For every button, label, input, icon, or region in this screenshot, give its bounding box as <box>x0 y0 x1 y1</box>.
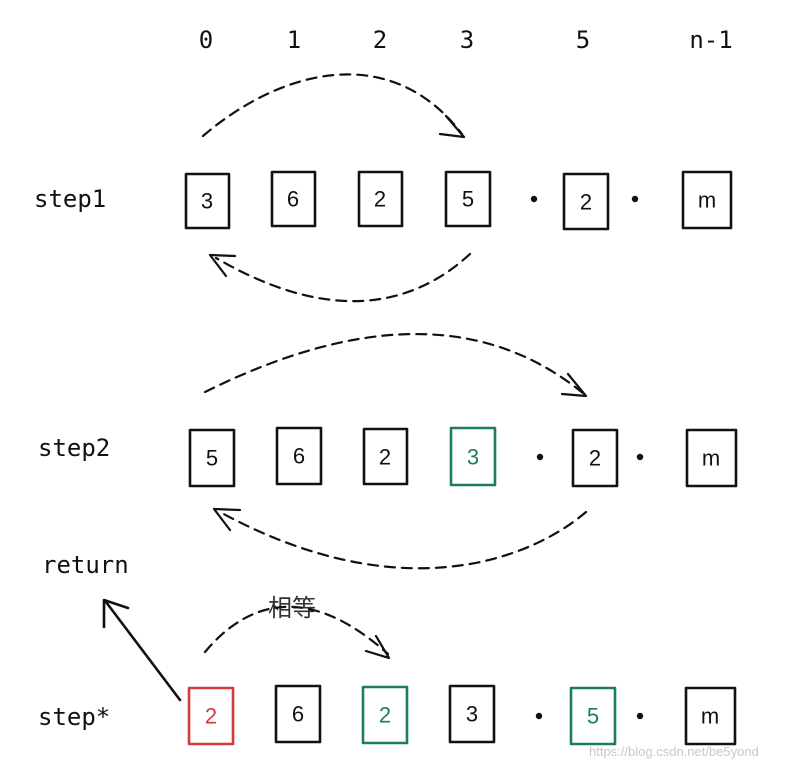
array-cell: 5 <box>444 170 492 228</box>
index-label-5: 5 <box>576 26 590 54</box>
cell-value: 5 <box>462 187 474 212</box>
array-cell: m <box>685 428 738 488</box>
array-cell: 5 <box>188 428 236 488</box>
array-cell: 2 <box>357 170 404 228</box>
ellipsis-dot <box>636 453 644 461</box>
cell-value: 3 <box>467 445 479 470</box>
cell-box <box>357 170 404 228</box>
cell-box <box>681 170 733 230</box>
index-label-0: 0 <box>199 26 213 54</box>
cell-box <box>444 170 492 228</box>
cell-box <box>187 686 235 746</box>
cell-box <box>571 428 619 488</box>
array-cell: m <box>681 170 733 230</box>
ellipsis-dot <box>536 453 544 461</box>
array-cell-highlight-red: 2 <box>187 686 235 746</box>
cell-box <box>685 428 738 488</box>
return-arrowhead <box>102 598 130 629</box>
cell-value: 2 <box>374 187 386 212</box>
array-cell: m <box>684 686 737 746</box>
cell-box <box>449 426 497 487</box>
swap-arc-backward-step1 <box>214 252 472 303</box>
array-cell: 6 <box>275 426 323 486</box>
cell-box <box>448 684 496 744</box>
cell-box <box>188 428 236 488</box>
cell-value: 2 <box>379 703 391 728</box>
cell-box <box>361 685 409 745</box>
array-cell-highlight-green: 3 <box>449 426 497 487</box>
ellipsis-dot <box>530 195 538 203</box>
ellipsis-dot <box>631 195 639 203</box>
step-star-label: step* <box>38 703 110 731</box>
index-label-1: 1 <box>287 26 301 54</box>
cell-value: 6 <box>287 187 299 212</box>
swap-arc-forward-step1 <box>201 73 464 138</box>
step2-label: step2 <box>38 434 110 462</box>
arrowhead-step2-forward <box>560 372 588 398</box>
cell-box <box>362 427 409 486</box>
cell-box <box>562 172 610 231</box>
equal-compare-arc <box>203 605 390 656</box>
cell-box <box>274 684 322 744</box>
cell-value: 2 <box>205 704 217 729</box>
swap-arc-forward-step2 <box>203 333 586 396</box>
ellipsis-dot <box>535 712 543 720</box>
cell-box <box>270 170 317 228</box>
ellipsis-dot <box>636 712 644 720</box>
swap-arc-backward-step2 <box>218 510 588 570</box>
array-step2: 5 6 2 3 2 m <box>188 426 738 488</box>
arrowhead-step1-forward <box>438 114 466 139</box>
cell-value: 6 <box>292 702 304 727</box>
cell-value: 5 <box>206 446 218 471</box>
array-cell-highlight-green: 5 <box>569 686 617 746</box>
array-cell: 2 <box>571 428 619 488</box>
array-cell: 6 <box>270 170 317 228</box>
arrowhead-equal <box>364 634 391 660</box>
cell-box <box>184 172 231 230</box>
return-arrow-line <box>104 600 182 702</box>
cell-value: m <box>698 188 716 213</box>
cell-value: m <box>702 446 720 471</box>
array-cell-highlight-green: 2 <box>361 685 409 745</box>
cell-value: 2 <box>589 446 601 471</box>
cell-value: 3 <box>466 702 478 727</box>
index-label-n-minus-1: n-1 <box>689 26 732 54</box>
array-step1: 3 6 2 5 2 m <box>184 170 733 231</box>
watermark-text: https://blog.csdn.net/be5yond <box>589 744 759 759</box>
cell-value: 6 <box>293 444 305 469</box>
arrowhead-step1-backward <box>208 253 237 278</box>
array-step-star: 2 6 2 3 5 m <box>187 684 737 746</box>
index-labels: 0 1 2 3 5 n-1 <box>199 26 733 54</box>
index-label-3: 3 <box>460 26 474 54</box>
array-cell: 3 <box>184 172 231 230</box>
cell-value: 2 <box>580 190 592 215</box>
array-cell: 3 <box>448 684 496 744</box>
arrowhead-step2-backward <box>212 507 242 532</box>
cell-box <box>684 686 737 746</box>
cell-value: 2 <box>379 445 391 470</box>
array-cell: 6 <box>274 684 322 744</box>
array-cell: 2 <box>562 172 610 231</box>
cell-value: m <box>701 704 719 729</box>
return-label: return <box>42 551 129 579</box>
index-label-2: 2 <box>373 26 387 54</box>
cell-box <box>275 426 323 486</box>
step1-label: step1 <box>34 185 106 213</box>
array-cell: 2 <box>362 427 409 486</box>
cell-box <box>569 686 617 746</box>
cell-value: 5 <box>587 704 599 729</box>
cell-value: 3 <box>201 189 213 214</box>
